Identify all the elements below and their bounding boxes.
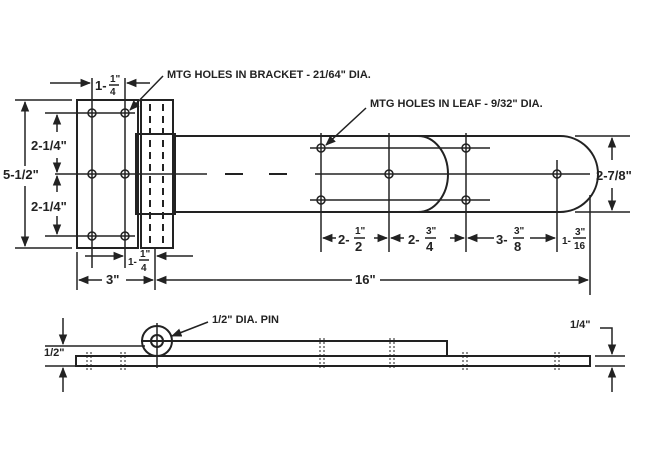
dim-bracket-width: 3" [106,272,119,287]
dim-leaf-length: 16" [355,272,376,287]
svg-text:2: 2 [355,239,362,254]
bracket-holes [87,108,130,241]
svg-text:1-: 1- [562,236,571,247]
svg-text:2-: 2- [408,232,420,247]
svg-text:4: 4 [141,263,147,274]
svg-text:1-: 1- [95,78,107,93]
strap-leaf [175,135,599,213]
dim-hole-spacing-lower: 2-1/4" [31,199,67,214]
dim-leaf-hole-2: 2- 3" 4 [408,226,437,254]
dim-leaf-thickness: 1/4" [570,319,591,331]
side-leaf [141,340,448,356]
dim-hole-spacing-upper: 2-1/4" [31,138,67,153]
dim-leaf-end: 1- 3" 16 [562,227,586,252]
side-strap [75,355,591,367]
leaf-holes-callout: MTG HOLES IN LEAF - 9/32" DIA. [370,98,543,110]
dim-leaf-hole-3: 3- 3" 8 [496,226,525,254]
side-holes [86,338,560,370]
svg-text:3": 3" [514,226,525,237]
dim-side-thickness: 1/2" [44,347,65,359]
dim-bracket-hole-spacing: 1- 1" 4 [95,74,121,98]
dim-overall-height: 5-1/2" [3,167,39,182]
svg-text:3": 3" [575,227,586,238]
svg-text:1": 1" [110,74,121,85]
svg-text:3-: 3- [496,232,508,247]
bracket-holes-callout: MTG HOLES IN BRACKET - 21/64" DIA. [167,69,371,81]
top-view: MTG HOLES IN BRACKET - 21/64" DIA. MTG H… [3,69,632,295]
dim-leaf-hole-1: 2- 1" 2 [338,226,366,254]
svg-text:4: 4 [110,87,116,98]
dim-barrel-offset: 1- 1" 4 [128,249,151,274]
side-view: 1/2" DIA. PIN 1/2" 1/4" [44,314,625,392]
leaf-holes [316,143,562,205]
svg-text:8: 8 [514,239,521,254]
svg-text:2-: 2- [338,232,350,247]
svg-text:3": 3" [426,226,437,237]
svg-text:1": 1" [140,249,151,260]
svg-text:4: 4 [426,239,434,254]
pin-callout: 1/2" DIA. PIN [212,314,279,326]
svg-text:1": 1" [355,226,366,237]
dim-leaf-width: 2-7/8" [596,168,632,183]
svg-text:1-: 1- [128,257,137,268]
svg-text:16: 16 [574,241,586,252]
